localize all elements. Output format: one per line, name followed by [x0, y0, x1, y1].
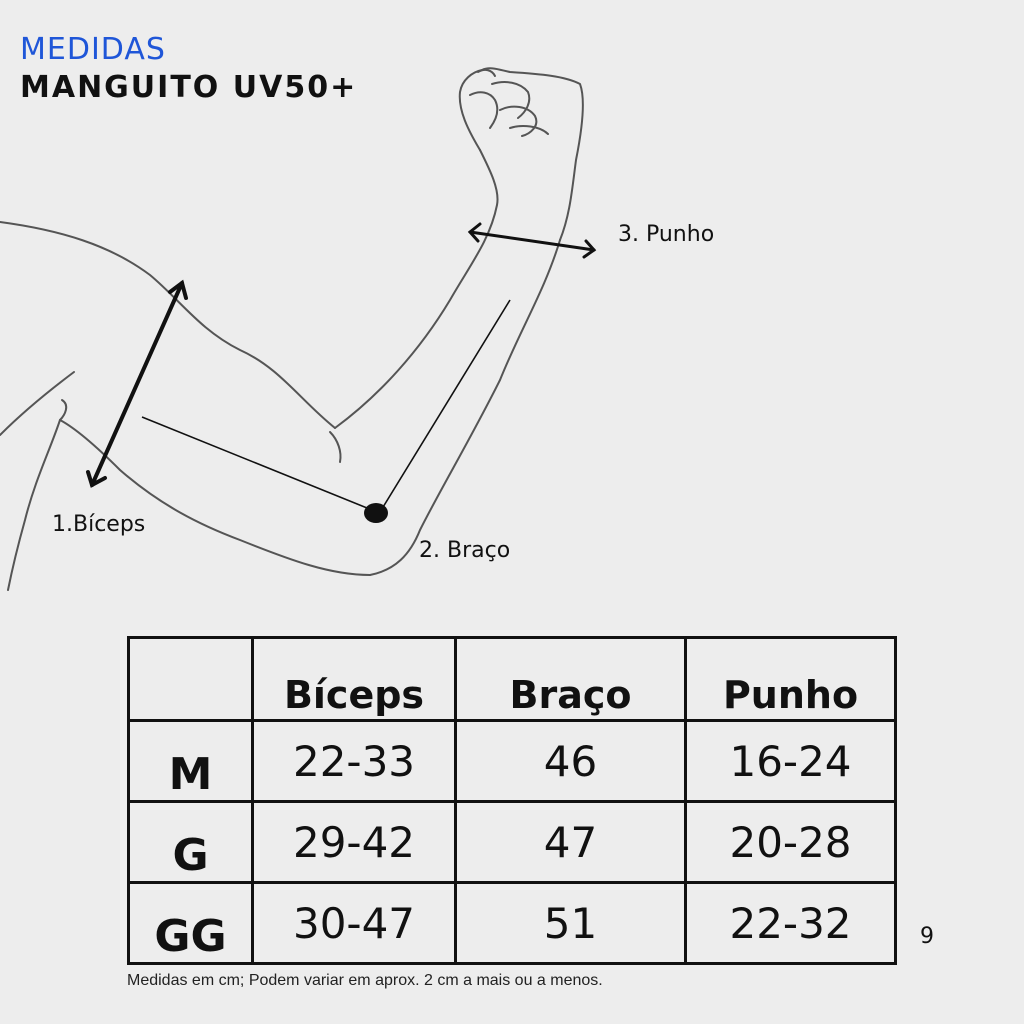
fist-outline: [458, 67, 584, 241]
size-label: GG: [127, 881, 254, 965]
column-header: [127, 636, 254, 722]
table-header-row: Bíceps Braço Punho: [127, 636, 897, 722]
table-row: G 29-42 47 20-28: [127, 800, 897, 884]
size-label: M: [127, 719, 254, 803]
table-row: M 22-33 46 16-24: [127, 719, 897, 803]
punho-value: 16-24: [684, 719, 897, 803]
arm-outline-bottom: [59, 419, 371, 576]
braco-guide-line-forearm: [379, 299, 511, 513]
size-table: Bíceps Braço Punho M 22-33 46 16-24 G 29…: [127, 636, 897, 965]
callout-biceps: 1.Bíceps: [52, 512, 146, 537]
arm-measurement-illustration: [0, 67, 597, 591]
biceps-value: 22-33: [251, 719, 457, 803]
footnote: Medidas em cm; Podem variar em aprox. 2 …: [127, 972, 603, 989]
page-number: 9: [920, 924, 934, 949]
column-header-biceps: Bíceps: [251, 636, 457, 722]
braco-value: 47: [454, 800, 687, 884]
page-title: MANGUITO UV50+: [20, 70, 358, 105]
biceps-arrow: [90, 281, 184, 487]
braco-value: 51: [454, 881, 687, 965]
elbow-point-marker: [364, 503, 388, 523]
size-label: G: [127, 800, 254, 884]
punho-value: 20-28: [684, 800, 897, 884]
column-header-punho: Punho: [684, 636, 897, 722]
header-overline: MEDIDAS: [20, 32, 166, 67]
column-header-braco: Braço: [454, 636, 687, 722]
biceps-value: 30-47: [251, 881, 457, 965]
arm-outline-top: [0, 221, 336, 429]
forearm-outline-bottom: [369, 239, 561, 576]
punho-arrow: [468, 230, 596, 252]
braco-value: 46: [454, 719, 687, 803]
braco-guide-line-upper: [141, 416, 373, 511]
forearm-outline-top: [334, 149, 499, 429]
callout-punho: 3. Punho: [618, 222, 715, 247]
torso-outline: [0, 371, 75, 436]
punho-value: 22-32: [684, 881, 897, 965]
biceps-value: 29-42: [251, 800, 457, 884]
table-row: GG 30-47 51 22-32: [127, 881, 897, 965]
callout-braco: 2. Braço: [419, 538, 511, 563]
